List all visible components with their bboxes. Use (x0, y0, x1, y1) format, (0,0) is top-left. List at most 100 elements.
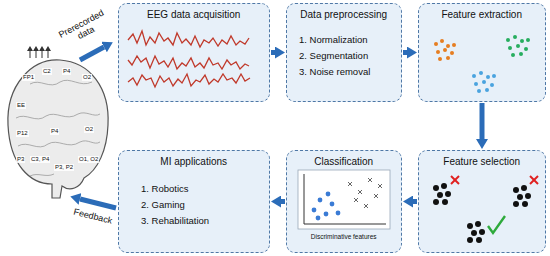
class-b-points-part (374, 194, 378, 198)
flow-arrow (281, 199, 285, 204)
blue-cluster-part (485, 88, 489, 92)
class-b-points-part (348, 182, 352, 186)
feature-clusters (434, 35, 530, 93)
green-cluster-part (524, 47, 528, 51)
eeg-signal-traces (128, 31, 250, 87)
orange-cluster-part (434, 42, 438, 46)
brain-illustration-part (30, 80, 92, 85)
process-box: Data preprocessing1. Normalization2. Seg… (286, 3, 402, 102)
blue-cluster-part (492, 74, 496, 78)
green-cluster-part (513, 35, 517, 39)
orange-cluster-part (440, 39, 444, 43)
reject-mark-part (451, 176, 459, 184)
flow-arrow (271, 50, 275, 55)
dot-cluster-part (471, 230, 477, 236)
dot-cluster-part (445, 191, 451, 197)
class-b-points-part (364, 204, 368, 208)
orange-cluster-part (436, 50, 440, 54)
prerecorded-arrow (80, 47, 104, 60)
orange-cluster-part (452, 43, 456, 47)
dot-cluster-part (475, 221, 481, 227)
eeg-signal-traces-part (128, 56, 249, 69)
flow-arrow (480, 103, 485, 139)
flow-arrow-group (413, 201, 417, 202)
class-b-points-part (354, 198, 358, 202)
reject-mark-part (530, 176, 538, 184)
flow-arrow (413, 199, 417, 204)
green-cluster-part (516, 44, 520, 48)
flow-arrow-group (271, 52, 275, 53)
brain-illustration-part (30, 174, 54, 176)
class-b-points-part (358, 190, 362, 194)
class-a-points-part (312, 208, 317, 213)
dot-cluster-part (525, 193, 531, 199)
class-a-points-part (330, 202, 335, 207)
feedback-arrow (80, 199, 116, 208)
box-text: Discriminative features (311, 233, 377, 241)
class-a-points-part (324, 212, 329, 217)
dot-cluster-part (521, 185, 527, 191)
electrode-label: C2 (42, 68, 52, 75)
dot-cluster-part (441, 183, 447, 189)
box-text: 2. Gaming (141, 199, 185, 210)
brain-illustration (8, 51, 108, 198)
box-text: 3. Noise removal (299, 66, 370, 77)
green-cluster-part (511, 53, 515, 57)
brain-illustration-part (16, 113, 100, 119)
dot-cluster-part (479, 229, 485, 235)
box-heading: Data preprocessing (300, 9, 387, 21)
dot-cluster-part (433, 185, 439, 191)
eeg-signal-traces-part (128, 31, 249, 47)
arrow-label: Prerecorded data (54, 7, 114, 52)
dot-cluster-part (433, 199, 439, 205)
class-a-points (312, 192, 341, 221)
flow-arrow-group (482, 103, 483, 139)
blue-cluster-part (474, 82, 478, 86)
blue-cluster-part (490, 83, 494, 87)
brain-illustration-part (30, 51, 31, 58)
dot-cluster-part (467, 223, 473, 229)
brain-illustration-part (36, 51, 37, 58)
class-b-points (348, 178, 382, 208)
green-cluster-part (519, 52, 523, 56)
orange-cluster-part (443, 48, 447, 52)
class-a-points-part (336, 211, 341, 216)
box-text: 3. Rehabilitation (141, 215, 209, 226)
box-heading: EEG data acquisition (147, 9, 240, 21)
electrode-label: O2 (82, 74, 92, 81)
reject-mark-part (451, 176, 459, 184)
flow-arrow-group (281, 201, 285, 202)
electrode-label: EE (16, 102, 26, 109)
dot-cluster-part (437, 192, 443, 198)
box-heading: Feature extraction (441, 9, 522, 21)
green-cluster-part (506, 38, 510, 42)
reject-mark-part (530, 176, 538, 184)
electrode-label: O1, O2 (78, 156, 99, 163)
brain-illustration-part (42, 51, 43, 58)
dot-cluster-part (442, 199, 448, 205)
scatter-plot (298, 170, 390, 229)
green-cluster-part (508, 46, 512, 50)
dot-cluster-part (513, 187, 519, 193)
class-a-points-part (318, 198, 323, 203)
box-heading: Feature selection (443, 156, 520, 168)
electrode-label: C3, P4 (30, 156, 50, 163)
flow-arrow-group (403, 52, 407, 53)
orange-cluster-part (438, 57, 442, 61)
box-heading: Classification (314, 156, 373, 168)
blue-cluster-part (477, 89, 481, 93)
orange-cluster-part (450, 51, 454, 55)
dot-cluster-part (513, 201, 519, 207)
class-b-points-part (378, 184, 382, 188)
prerecorded-arrow-part (80, 47, 104, 60)
electrode-label: P3, P2 (54, 164, 74, 171)
electrode-label: P4 (62, 68, 71, 75)
dot-cluster-part (476, 237, 482, 243)
selection-clusters (433, 176, 538, 243)
arrow-label: Feedback (72, 208, 111, 227)
scatter-plot-part (304, 174, 386, 224)
reject-mark (451, 176, 538, 184)
process-box: EEG data acquisition (118, 3, 270, 102)
brain-illustration-part (8, 60, 108, 198)
